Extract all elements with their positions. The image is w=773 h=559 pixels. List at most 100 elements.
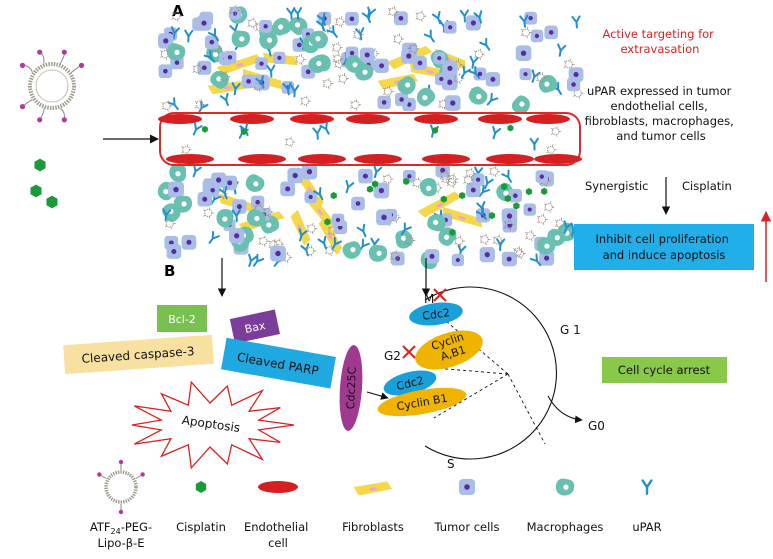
liposome-bilayer [28,62,76,110]
tumor-cell-icon [539,250,555,266]
cisplatin-icon [30,184,42,198]
liposome-small-icon [520,26,532,39]
tumor-cell-icon [255,57,268,70]
legend-liposome-prefix: ATF [90,520,111,534]
upar-icon [208,231,220,244]
bax-group: Bax [229,309,280,344]
tumor-cell-icon [358,168,373,184]
macrophage-icon [427,214,446,232]
upar-icon [641,479,653,495]
tumor-cell-icon [566,77,581,92]
macrophage-icon [166,43,186,61]
liposome-small-icon [258,235,270,247]
macrophage-icon [173,195,193,213]
atf-ligand [61,49,67,55]
legend-label-tumor: Tumor cells [434,520,500,534]
tumor-cell-icon [206,183,220,197]
tumor-cell-icon [508,189,522,203]
upar-icon [312,126,322,140]
tumor-cell-icon [270,245,286,262]
legend-label-liposome: ATF24-PEG- [90,520,152,536]
cdc25c-ellipse [339,345,363,431]
cdc2-top-label: Cdc2 [421,306,450,323]
upar-icon [219,92,229,107]
liposome-small-icon [192,63,204,75]
tumor-cell-icon [413,56,427,70]
liposome-small-icon [350,99,362,111]
cisplatin-icon [507,124,514,132]
upar-icon [423,29,435,43]
liposome-small-icon [473,48,485,60]
liposome-small-icon [463,174,475,186]
cisplatin-icon [240,128,247,136]
upar-expressed-line-1: uPAR expressed in tumor [587,84,732,98]
tumor-cell-icon [485,72,501,87]
upar-icon [218,185,228,200]
macrophage-icon [538,74,558,93]
liposome-small-icon [247,17,259,29]
active-targeting-text: Active targeting for extravasation [602,27,717,56]
tumor-cell-icon [168,181,184,198]
liposome-small-icon [408,43,420,55]
active-targeting-line-2: extravasation [621,42,700,56]
upar-icon [529,253,542,267]
upar-icon [484,175,494,190]
macrophage-icon [259,31,278,50]
tumor-cell-icon [166,244,182,259]
liposome-small-icon [382,173,394,185]
tumor-cell-icon [424,249,440,264]
liposome-small-icon [537,213,548,226]
endothelial-cell-bottom [238,154,286,164]
cisplatin-icon [541,187,548,195]
liposome-small-icon [555,217,566,230]
legend-label-upar: uPAR [632,520,661,534]
liposome-small-icon [161,100,173,112]
liposome-small-icon [447,173,459,185]
fibroblast-icon [318,216,343,255]
liposome-small-icon [388,5,399,18]
tumor-cell-icon [442,60,458,76]
liposome-small-icon [404,234,416,247]
upar-icon [248,253,257,268]
legend-atf-ligand [118,509,124,515]
tumor-cell-icon [304,190,317,204]
endothelial-cell-bottom [534,154,582,164]
legend-label-macrophages: Macrophages [527,520,604,534]
macrophage-icon [216,208,234,228]
upar-icon [557,43,567,57]
cisplatin-icon [46,195,58,209]
phase-g2-label: G2 [384,349,401,363]
arrest-x-mark-m [433,288,447,302]
cisplatin-icon [371,180,379,188]
liposome-small-icon [203,207,215,219]
cdc2-bottom-ellipse [383,370,437,396]
legend-liposome-icon [97,459,145,515]
upar-icon [479,37,491,51]
phase-divider-4 [507,373,546,445]
tumor-cell-icon [374,58,389,73]
tumor-cell-icon [473,67,487,81]
fibroblast-icon [207,80,249,95]
upar-icon [184,29,194,43]
upar-icon [207,28,219,42]
upar-icon [519,14,529,28]
liposome-small-icon [181,144,192,155]
cisplatin-label-right: Cisplatin [682,179,732,193]
upar-icon [531,69,541,83]
legend-label-fibroblasts: Fibroblasts [342,520,404,534]
cell-cycle-diagram: M G 1 G2 G0 S Cdc2 Cyclin A,B1 Cdc2 Cycl… [377,286,605,471]
tumor-cell-icon [223,50,237,64]
endothelial-cell-top [478,114,522,124]
upar-icon [563,220,573,234]
legend-atf-ligand [118,459,124,465]
endothelial-cell-bottom [354,154,402,164]
macrophage-icon [210,70,229,89]
upar-icon [492,125,502,140]
upar-icon [167,97,179,111]
atf-ligand [61,117,67,123]
liposome-small-icon [550,126,562,137]
phase-divider-3 [433,373,509,419]
tumor-cell-icon [280,181,296,197]
fibroblast-icon [417,191,462,218]
liposome-small-icon [229,4,241,16]
